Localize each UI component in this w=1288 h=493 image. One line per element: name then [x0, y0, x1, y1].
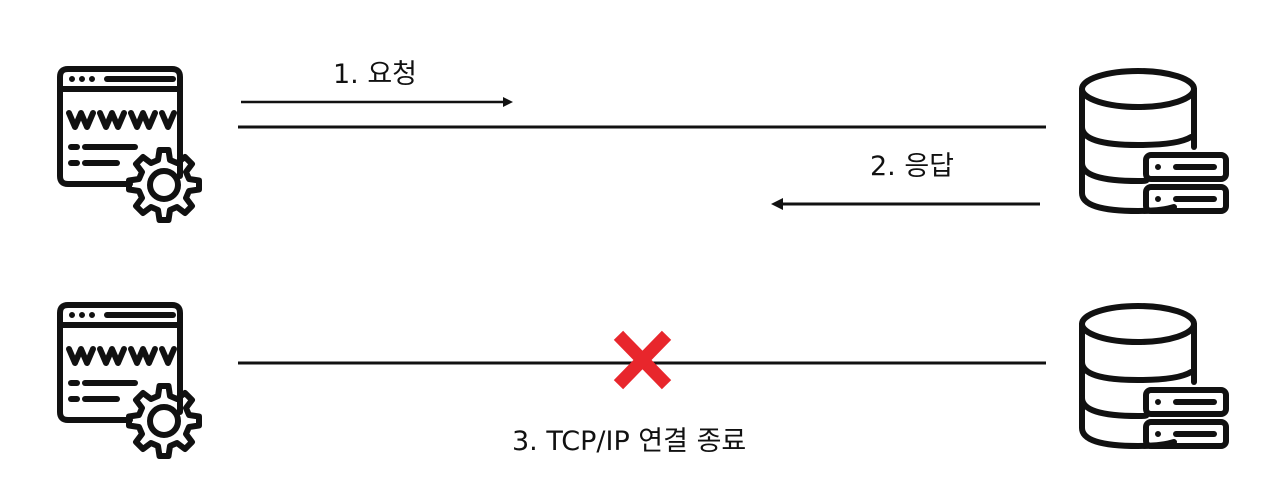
- response-arrow: [771, 198, 1040, 210]
- client-icon-bottom: [60, 305, 199, 456]
- server-icon-top: [1082, 71, 1226, 211]
- step-request-label: 1. 요청: [333, 59, 418, 90]
- request-arrow: [241, 97, 513, 107]
- step-close-label: 3. TCP/IP 연결 종료: [512, 426, 747, 457]
- client-icon-top: [60, 69, 199, 220]
- server-icon-bottom: [1082, 306, 1226, 446]
- step-response-label: 2. 응답: [870, 151, 955, 182]
- red-x-icon: [613, 330, 672, 390]
